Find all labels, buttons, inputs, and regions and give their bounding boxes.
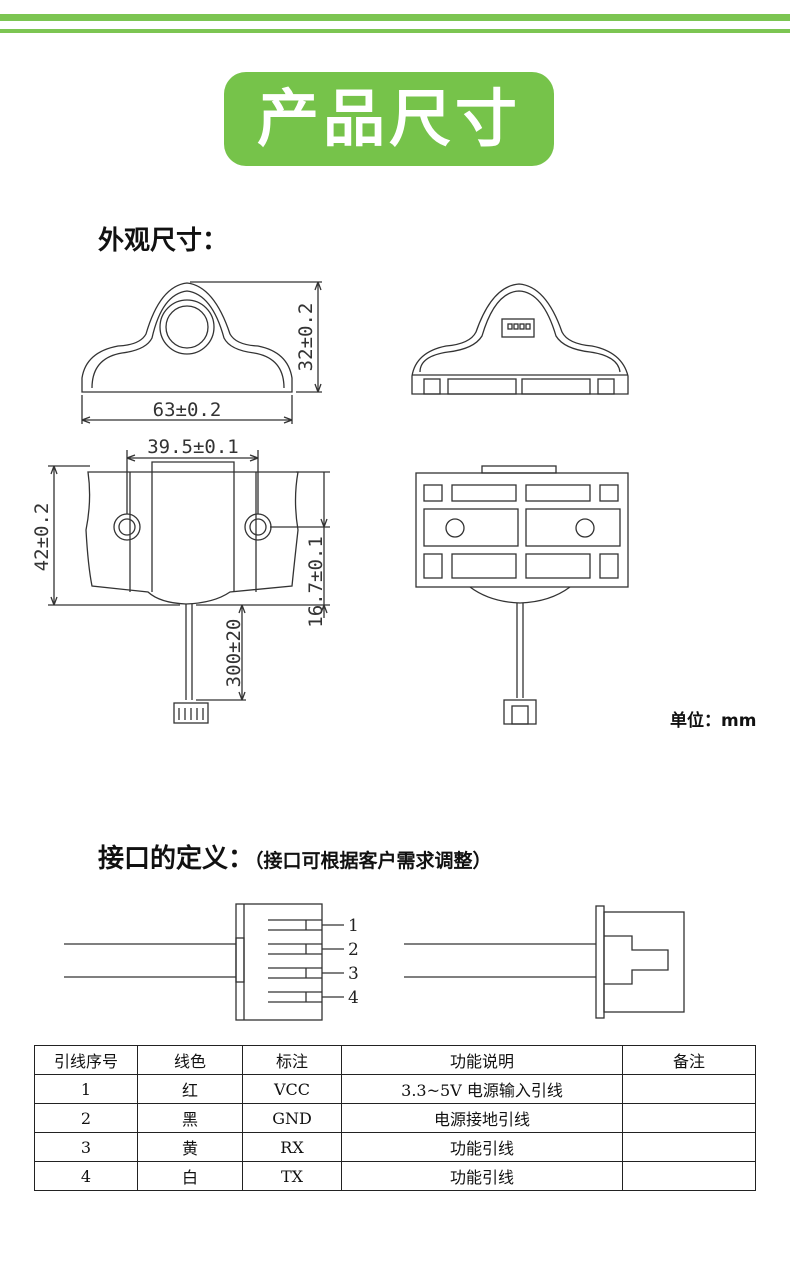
table-row: 1 红 VCC 3.3~5V 电源输入引线 — [34, 1074, 756, 1104]
cell-color: 白 — [137, 1161, 243, 1191]
cell-label: GND — [242, 1103, 342, 1133]
cell-function: 功能引线 — [341, 1132, 623, 1162]
side-view — [48, 450, 330, 724]
appearance-heading: 外观尺寸： — [98, 226, 229, 256]
cell-label: TX — [242, 1161, 342, 1191]
cell-pin: 1 — [34, 1074, 138, 1104]
cell-pin: 3 — [34, 1132, 138, 1162]
unit-label: 单位：mm — [670, 711, 757, 731]
cell-color: 红 — [137, 1074, 243, 1104]
col-header-color: 线色 — [137, 1045, 243, 1075]
interface-heading: 接口的定义：（接口可根据客户需求调整） — [98, 838, 492, 875]
col-header-pin: 引线序号 — [34, 1045, 138, 1075]
cell-function: 电源接地引线 — [341, 1103, 623, 1133]
interface-note: （接口可根据客户需求调整） — [254, 850, 492, 872]
cell-function: 3.3~5V 电源输入引线 — [341, 1074, 623, 1104]
table-row: 2 黑 GND 电源接地引线 — [34, 1103, 756, 1133]
cell-note — [622, 1161, 756, 1191]
connector-drawing: 1 2 3 4 — [64, 903, 685, 1021]
col-header-label: 标注 — [242, 1045, 342, 1075]
cell-pin: 2 — [34, 1103, 138, 1133]
pin-label-3: 3 — [348, 964, 359, 984]
table-header-row: 引线序号 线色 标注 功能说明 备注 — [34, 1045, 756, 1075]
interface-heading-text: 接口的定义： — [98, 844, 255, 874]
cell-color: 黑 — [137, 1103, 243, 1133]
dim-cable-length-label: 300±20 — [223, 619, 245, 688]
cell-label: RX — [242, 1132, 342, 1162]
front-view — [81, 281, 322, 424]
top-stripe — [0, 14, 790, 21]
cell-note — [622, 1074, 756, 1104]
dim-body-height-label: 42±0.2 — [31, 503, 53, 572]
back-view — [411, 283, 629, 395]
cell-color: 黄 — [137, 1132, 243, 1162]
dim-width-label: 63±0.2 — [153, 399, 222, 421]
dimension-drawing: 63±0.2 32±0.2 — [31, 281, 629, 725]
pin-definition-table: 引线序号 线色 标注 功能说明 备注 1 红 VCC 3.3~5V 电源输入引线… — [34, 1045, 756, 1191]
top-stripe-thin — [0, 29, 790, 33]
table-row: 4 白 TX 功能引线 — [34, 1161, 756, 1191]
dim-height-label: 32±0.2 — [295, 303, 317, 372]
col-header-note: 备注 — [622, 1045, 756, 1075]
cell-pin: 4 — [34, 1161, 138, 1191]
cell-label: VCC — [242, 1074, 342, 1104]
bottom-view — [415, 465, 629, 725]
pin-label-1: 1 — [348, 916, 359, 936]
cell-note — [622, 1132, 756, 1162]
table-row: 3 黄 RX 功能引线 — [34, 1132, 756, 1162]
section-title-badge: 产品尺寸 — [224, 72, 554, 166]
cell-function: 功能引线 — [341, 1161, 623, 1191]
connector-housing-side — [404, 905, 685, 1019]
connector-pin-side — [64, 903, 344, 1021]
col-header-function: 功能说明 — [341, 1045, 623, 1075]
pin-label-2: 2 — [348, 940, 359, 960]
cell-note — [622, 1103, 756, 1133]
dim-hole-spacing-label: 39.5±0.1 — [147, 436, 239, 458]
pin-label-4: 4 — [348, 988, 359, 1008]
dim-hole-height-label: 16.7±0.1 — [305, 536, 327, 628]
